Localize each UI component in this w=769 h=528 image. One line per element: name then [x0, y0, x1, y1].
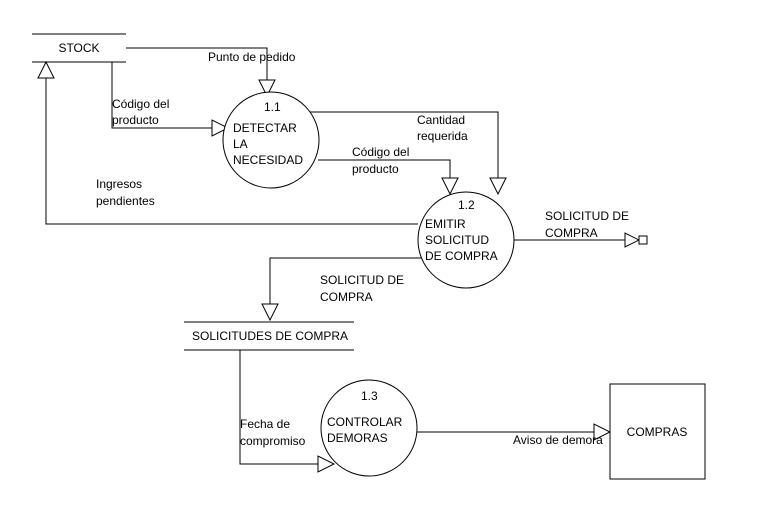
flow-codigo2-line	[318, 159, 451, 178]
flow-solicitud-out-terminal	[638, 235, 648, 245]
flow-label-punto-pedido: Punto de pedido	[208, 50, 296, 64]
process-1-3-circle	[320, 379, 418, 477]
process-1-1-circle	[222, 91, 320, 189]
flow-punto-pedido-line	[126, 47, 268, 80]
flow-label-aviso: Aviso de demora	[513, 433, 603, 447]
store-solicitudes-label: SOLICITUDES DE COMPRA	[192, 329, 348, 343]
flow-solicitud-store-line	[269, 257, 424, 304]
flow-solicitud-out-arrowhead	[624, 232, 641, 248]
entity-compras-box	[609, 383, 706, 480]
process-1-2-line3: DE COMPRA	[425, 249, 498, 263]
flow-label-solicitud-out-line1: SOLICITUD DE	[545, 209, 629, 223]
flow-label-fecha-line1: Fecha de	[240, 417, 290, 431]
process-1-3-line1: CONTROLAR	[327, 415, 403, 429]
flow-cantidad-line	[306, 111, 499, 178]
process-1-2-number: 1.2	[458, 198, 475, 212]
flow-label-solicitud-store-line2: COMPRA	[320, 290, 373, 304]
flow-codigo1-arrowhead	[211, 119, 230, 137]
flow-label-fecha-line2: compromiso	[240, 434, 306, 448]
flow-label-codigo2-line1: Código del	[352, 145, 409, 159]
store-stock: STOCK	[32, 33, 126, 63]
entity-compras-label: COMPRAS	[627, 425, 688, 439]
flow-label-ingresos-line2: pendientes	[96, 194, 155, 208]
process-1-2-circle	[417, 191, 515, 289]
flow-label-cantidad-line2: requerida	[417, 129, 468, 143]
flow-ingresos-line	[45, 78, 418, 225]
process-1-1-line2: LA	[233, 137, 248, 151]
entity-compras: COMPRAS	[609, 383, 706, 480]
process-1-1-number: 1.1	[264, 100, 281, 114]
flow-label-codigo1-line1: Código del	[112, 97, 169, 111]
process-1-2-line2: SOLICITUD	[425, 233, 489, 247]
flow-fecha-arrowhead	[317, 455, 336, 473]
process-1-1-line3: NECESIDAD	[233, 153, 303, 167]
flow-solicitud-store-arrowhead	[261, 303, 279, 322]
process-1-3-line2: DEMORAS	[327, 431, 388, 445]
flow-aviso-arrowhead	[593, 423, 612, 441]
flow-punto-pedido-arrowhead	[258, 79, 276, 98]
flow-cantidad-arrowhead	[489, 177, 507, 196]
flow-label-solicitud-out-line2: COMPRA	[545, 226, 598, 240]
flow-label-ingresos-line1: Ingresos	[96, 177, 142, 191]
process-1-2: 1.2 EMITIR SOLICITUD DE COMPRA	[417, 191, 515, 289]
flow-fecha-line	[239, 350, 318, 465]
process-1-1-line1: DETECTAR	[233, 121, 297, 135]
flow-label-codigo1-line2: producto	[112, 113, 159, 127]
process-1-2-line1: EMITIR	[425, 217, 466, 231]
flow-label-codigo2-line2: producto	[352, 162, 399, 176]
flow-ingresos-arrowhead	[37, 60, 55, 79]
store-solicitudes: SOLICITUDES DE COMPRA	[184, 321, 354, 351]
flow-codigo1-line	[111, 62, 212, 129]
process-1-3: 1.3 CONTROLAR DEMORAS	[320, 379, 418, 477]
store-stock-label: STOCK	[58, 41, 99, 55]
process-1-3-number: 1.3	[361, 389, 378, 403]
process-1-1: 1.1 DETECTAR LA NECESIDAD	[222, 91, 320, 189]
flow-label-solicitud-store-line1: SOLICITUD DE	[320, 273, 404, 287]
flow-codigo2-arrowhead	[441, 177, 459, 196]
flow-label-cantidad-line1: Cantidad	[417, 113, 465, 127]
